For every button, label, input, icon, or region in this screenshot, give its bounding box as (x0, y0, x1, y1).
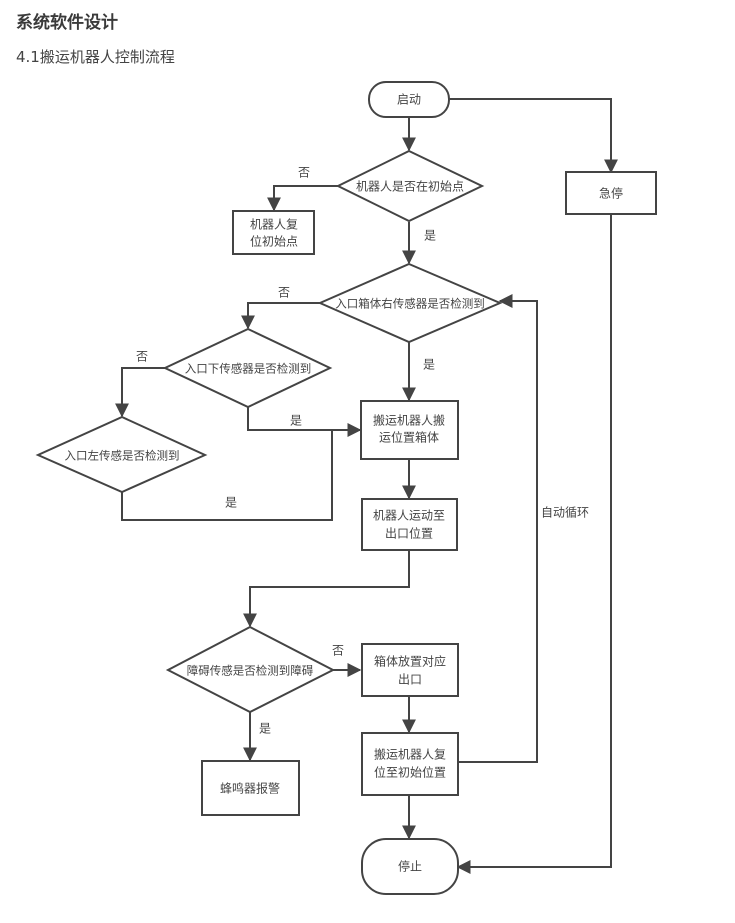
node-label: 急停 (599, 186, 623, 201)
node-label: 入口下传感器是否检测到 (185, 362, 312, 376)
process-shape (201, 760, 300, 816)
process-shape (360, 400, 459, 460)
node-move-to-exit: 机器人运动至 出口位置 (361, 498, 458, 551)
process-shape (565, 171, 657, 215)
terminator-shape (368, 81, 450, 118)
node-label-line1: 搬运机器人搬 (373, 413, 445, 428)
node-label-line2: 运位置箱体 (379, 430, 439, 445)
edge-start-estop (449, 98, 618, 174)
edge-lower-left (115, 367, 165, 418)
edge-label-origin-yes: 是 (424, 229, 436, 243)
node-carry-box: 搬运机器人搬 运位置箱体 (360, 400, 459, 460)
node-label: 蜂鸣器报警 (220, 781, 280, 796)
edge-label-left-yes: 是 (225, 496, 237, 510)
node-label-line1: 机器人复 (250, 218, 298, 232)
decision-shape (317, 262, 503, 344)
node-label: 停止 (398, 859, 422, 874)
node-label-line1: 搬运机器人复 (374, 747, 446, 762)
node-stop: 停止 (361, 838, 459, 895)
section-title: 系统软件设计 (16, 13, 118, 33)
edge-right-lower (241, 302, 320, 330)
edge-label-right-yes: 是 (423, 358, 435, 372)
node-label-line1: 箱体放置对应 (374, 654, 446, 669)
node-label-line2: 出口 (398, 673, 422, 687)
node-reset-origin: 机器人复 位初始点 (232, 210, 315, 255)
edge-label-obstacle-yes: 是 (259, 722, 271, 736)
node-label-line2: 位至初始位置 (374, 765, 446, 780)
node-check-lower-sensor: 入口下传感器是否检测到 (162, 327, 333, 409)
node-check-right-sensor: 入口箱体右传感器是否检测到 (317, 262, 503, 344)
terminator-shape (361, 838, 459, 895)
edge-left-carry (121, 430, 333, 521)
edge-label-origin-no: 否 (298, 166, 310, 180)
process-shape (361, 498, 458, 551)
process-shape (361, 732, 459, 796)
node-label: 入口左传感是否检测到 (65, 449, 180, 463)
node-place-box: 箱体放置对应 出口 (361, 643, 459, 697)
node-reset-position: 搬运机器人复 位至初始位置 (361, 732, 459, 796)
edge-estop-stop (456, 214, 612, 874)
edge-label-right-no: 否 (278, 286, 290, 300)
node-label: 启动 (397, 93, 421, 107)
node-check-obstacle: 障碍传感是否检测到障碍 (165, 625, 336, 714)
process-shape (361, 643, 459, 697)
decision-shape (162, 327, 333, 409)
edge-auto-loop (458, 294, 538, 763)
node-label-line1: 机器人运动至 (373, 509, 445, 523)
process-shape (232, 210, 315, 255)
node-label: 入口箱体右传感器是否检测到 (335, 297, 485, 311)
decision-shape (165, 625, 336, 714)
edge-label-auto-loop: 自动循环 (541, 506, 589, 520)
decision-shape (35, 415, 208, 494)
connectors (115, 98, 618, 874)
node-check-origin: 机器人是否在初始点 (335, 149, 485, 223)
node-label: 障碍传感是否检测到障碍 (187, 664, 314, 678)
node-emergency-stop: 急停 (565, 171, 657, 215)
edge-label-obstacle-no: 否 (332, 644, 344, 658)
node-start: 启动 (368, 81, 450, 118)
node-buzzer-alarm: 蜂鸣器报警 (201, 760, 300, 816)
edge-label-lower-yes: 是 (290, 414, 302, 428)
edge-label-lower-no: 否 (136, 350, 148, 364)
node-label-line2: 出口位置 (385, 526, 433, 541)
decision-shape (335, 149, 485, 223)
subsection-title: 4.1搬运机器人控制流程 (16, 48, 175, 66)
edge-move-obstacle (243, 550, 410, 628)
edge-origin-reset (267, 185, 338, 212)
node-label: 机器人是否在初始点 (356, 180, 464, 194)
node-label-line2: 位初始点 (250, 234, 298, 249)
node-check-left-sensor: 入口左传感是否检测到 (35, 415, 208, 494)
edge-lower-carry (247, 407, 362, 437)
